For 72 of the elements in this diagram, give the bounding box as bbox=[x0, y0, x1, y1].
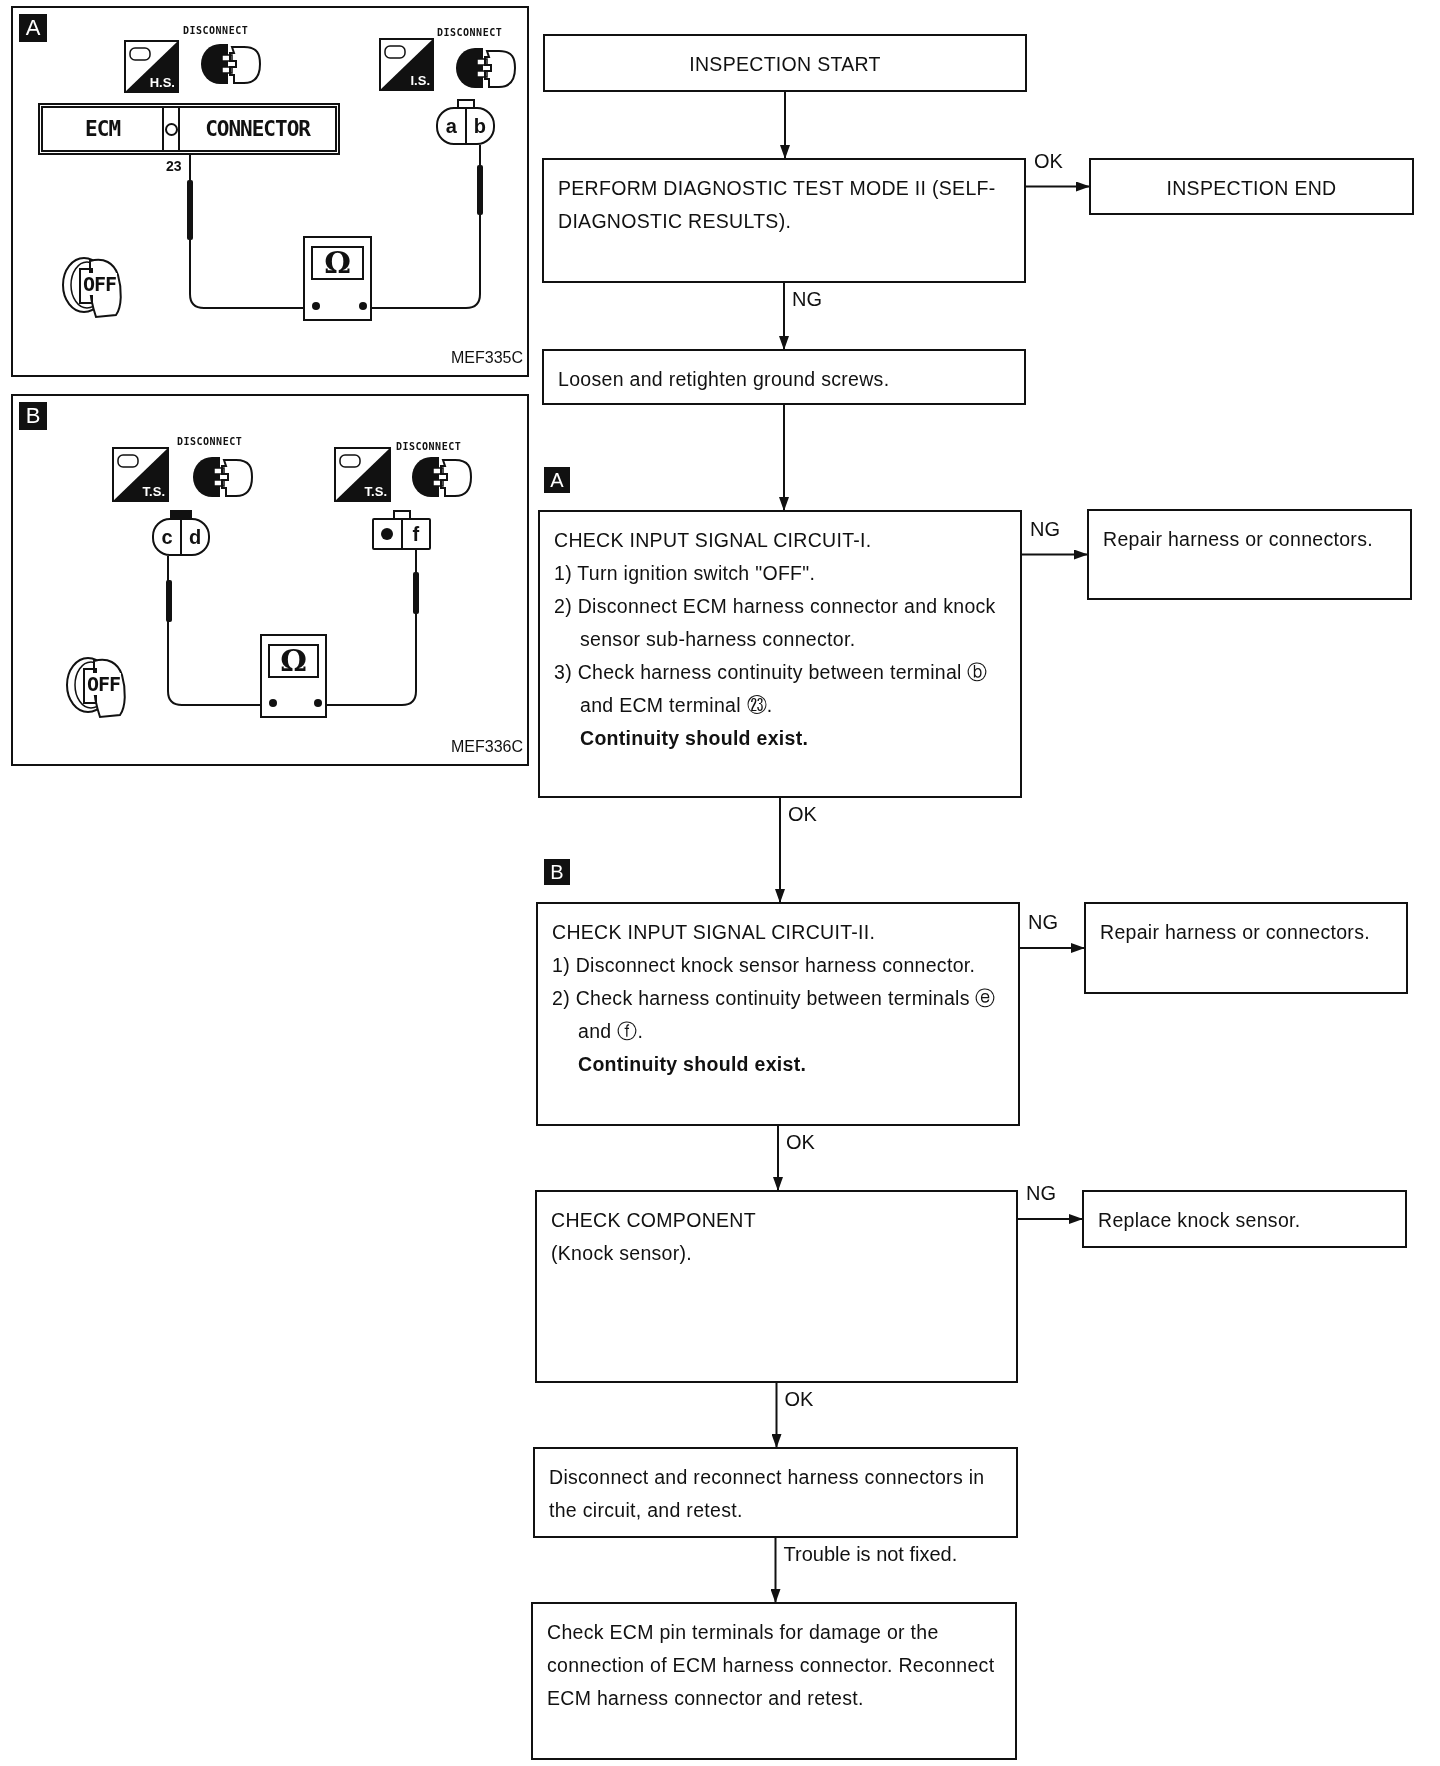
meter-display: Ω bbox=[311, 246, 364, 280]
instruction-text: DISCONNECT bbox=[437, 27, 503, 38]
flow-arrow bbox=[1017, 1214, 1083, 1224]
process-box bbox=[531, 1602, 1017, 1760]
box-text: INSPECTION START bbox=[688, 52, 882, 77]
note-text: Continuity should exist. bbox=[579, 726, 810, 751]
section-badge: B bbox=[544, 859, 570, 885]
figure-code: MEF335C bbox=[450, 349, 523, 367]
process-box bbox=[542, 158, 1026, 283]
icon-label: H.S. bbox=[149, 75, 175, 90]
flow-arrow bbox=[1021, 549, 1088, 560]
box-text: INSPECTION END bbox=[1165, 176, 1338, 201]
ohmmeter bbox=[260, 634, 327, 718]
terminal-number: 23 bbox=[166, 158, 182, 174]
box-text: Repair harness or connectors. bbox=[1103, 527, 1374, 552]
connector-label: CONNECTOR bbox=[204, 117, 312, 141]
box-heading: CHECK INPUT SIGNAL CIRCUIT-I. bbox=[554, 528, 873, 553]
instruction-text: DISCONNECT bbox=[177, 436, 243, 447]
step-text: 3) Check harness continuity between terminal ⓑ and ECM terminal ㉓. bbox=[554, 660, 989, 718]
terminal-letter: a bbox=[444, 113, 458, 139]
panel-letter: B bbox=[19, 402, 47, 430]
icon-label: T.S. bbox=[364, 484, 387, 499]
icon-label: I.S. bbox=[410, 73, 430, 88]
flow-arrow bbox=[770, 1537, 781, 1603]
box-text: Repair harness or connectors. bbox=[1100, 920, 1371, 945]
process-box bbox=[538, 510, 1022, 798]
process-box bbox=[1089, 158, 1414, 215]
process-box bbox=[1084, 902, 1408, 994]
flow-arrow bbox=[1019, 943, 1085, 953]
panel-letter: A bbox=[19, 14, 47, 42]
key-label: OFF bbox=[82, 273, 118, 295]
process-box bbox=[535, 1190, 1018, 1383]
flow-arrow bbox=[775, 797, 785, 903]
box-text: Replace knock sensor. bbox=[1098, 1208, 1302, 1233]
box-text: Disconnect and reconnect harness connectors in the circuit, and retest. bbox=[549, 1465, 986, 1523]
flow-arrow bbox=[779, 282, 789, 350]
step-text: 1) Disconnect knock sensor harness connector. bbox=[552, 953, 977, 978]
step-text: 2) Check harness continuity between terminals ⓔ and ⓕ. bbox=[552, 986, 997, 1044]
instruction-text: DISCONNECT bbox=[396, 441, 462, 452]
process-box bbox=[536, 902, 1020, 1126]
ecm-connector bbox=[38, 103, 340, 155]
meter-display: Ω bbox=[268, 644, 319, 678]
key-label: OFF bbox=[86, 673, 122, 695]
box-text: Check ECM pin terminals for damage or the connection of ECM harness connector. Reconnect ECM harness connector and retest. bbox=[547, 1620, 996, 1711]
step-text: 2) Disconnect ECM harness connector and knock sensor sub-harness connector. bbox=[554, 594, 997, 652]
terminal-letter: f bbox=[411, 521, 421, 547]
flow-arrow bbox=[771, 1382, 782, 1448]
box-text: CHECK COMPONENT bbox=[551, 1208, 757, 1233]
flow-arrow bbox=[1025, 181, 1090, 192]
section-badge: A bbox=[544, 467, 570, 493]
process-box bbox=[543, 34, 1027, 92]
flow-arrow bbox=[780, 91, 790, 159]
flow-arrow bbox=[773, 1125, 783, 1191]
process-box bbox=[1087, 509, 1412, 600]
process-box bbox=[533, 1447, 1018, 1538]
terminal-letter: c bbox=[160, 524, 174, 550]
note-text: Continuity should exist. bbox=[577, 1052, 808, 1077]
flow-arrow bbox=[779, 404, 789, 511]
connector-label: ECM bbox=[84, 117, 122, 141]
terminal-letter: b bbox=[464, 109, 493, 143]
process-box bbox=[1082, 1190, 1407, 1248]
box-text: (Knock sensor). bbox=[551, 1241, 694, 1266]
step-text: 1) Turn ignition switch "OFF". bbox=[554, 561, 817, 586]
instruction-text: DISCONNECT bbox=[183, 25, 249, 36]
terminal-letter: d bbox=[180, 520, 208, 554]
box-text: Loosen and retighten ground screws. bbox=[558, 367, 891, 392]
figure-code: MEF336C bbox=[450, 738, 523, 756]
box-heading: CHECK INPUT SIGNAL CIRCUIT-II. bbox=[552, 920, 877, 945]
ohmmeter bbox=[303, 236, 372, 321]
icon-label: T.S. bbox=[142, 484, 165, 499]
box-text: PERFORM DIAGNOSTIC TEST MODE II (SELF-DIAGNOSTIC RESULTS). bbox=[558, 176, 997, 234]
process-box bbox=[542, 349, 1026, 405]
